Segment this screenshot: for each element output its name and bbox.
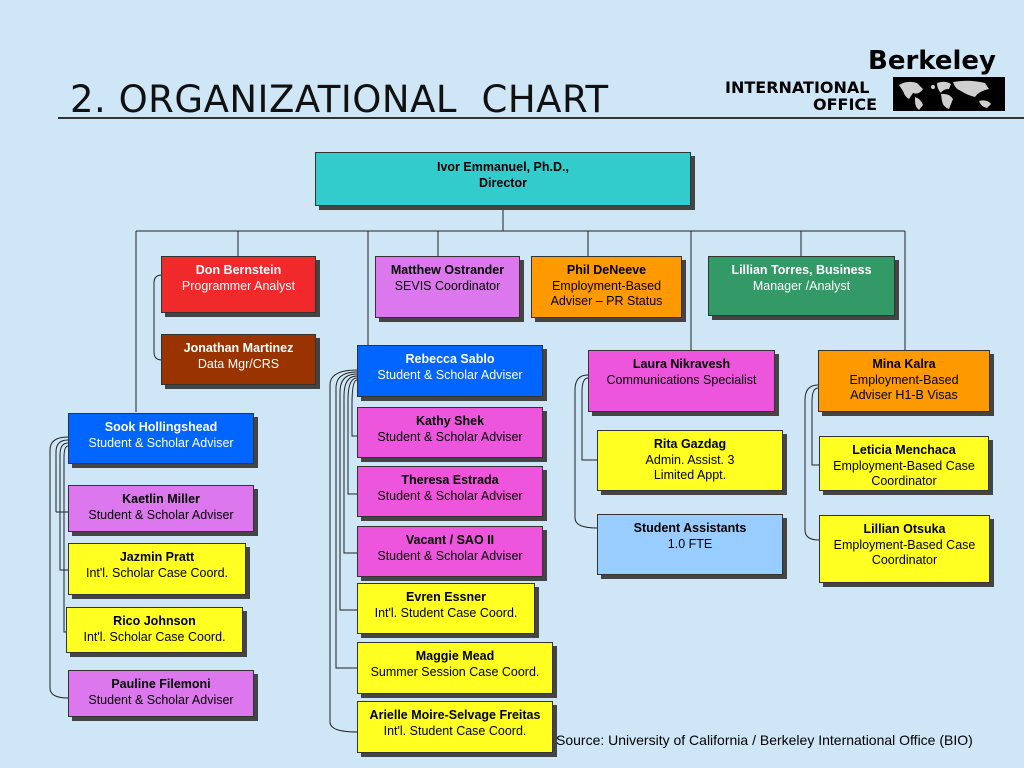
leticia-menchaca-role-line2: Coordinator xyxy=(871,474,937,488)
laura-nikravesh-role: Communications Specialist xyxy=(606,372,757,387)
rita-gazdag-role-line2: Limited Appt. xyxy=(653,468,727,482)
phil-deneeve-role-line2: Adviser – PR Status xyxy=(550,294,663,308)
jonathan-martinez-role: Data Mgr/CRS xyxy=(197,356,280,371)
logo-berkeley-text: Berkeley xyxy=(868,46,996,76)
title-divider xyxy=(58,117,1024,119)
source-caption: Source: University of California / Berke… xyxy=(556,732,973,748)
phil-deneeve-box: Phil DeNeeve Employment-Based Adviser – … xyxy=(531,256,682,318)
phil-deneeve-role-line1: Employment-Based xyxy=(551,278,662,293)
theresa-estrada-role: Student & Scholar Adviser xyxy=(377,488,523,503)
kathy-shek-name: Kathy Shek xyxy=(415,414,485,428)
arielle-freitas-box: Arielle Moire-Selvage Freitas Int'l. Stu… xyxy=(357,701,553,753)
kaetlin-miller-name: Kaetlin Miller xyxy=(122,492,200,506)
lillian-otsuka-box: Lillian Otsuka Employment-Based Case Coo… xyxy=(819,515,990,583)
rita-gazdag-box: Rita Gazdag Admin. Assist. 3 Limited App… xyxy=(597,430,783,491)
director-name: Ivor Emmanuel, Ph.D., xyxy=(437,160,569,174)
lillian-torres-role: Manager /Analyst xyxy=(752,278,851,293)
kathy-shek-role: Student & Scholar Adviser xyxy=(377,429,523,444)
rico-johnson-name: Rico Johnson xyxy=(113,614,196,628)
mina-kalra-name: Mina Kalra xyxy=(872,357,936,371)
matthew-ostrander-box: Matthew Ostrander SEVIS Coordinator xyxy=(375,256,520,318)
logo-office-text: OFFICE xyxy=(813,95,878,114)
page-title: 2. ORGANIZATIONAL CHART xyxy=(70,78,609,121)
leticia-menchaca-name: Leticia Menchaca xyxy=(852,443,956,457)
lillian-otsuka-name: Lillian Otsuka xyxy=(863,522,946,536)
jonathan-martinez-box: Jonathan Martinez Data Mgr/CRS xyxy=(161,334,316,385)
jazmin-pratt-role: Int'l. Scholar Case Coord. xyxy=(85,565,229,580)
rico-johnson-role: Int'l. Scholar Case Coord. xyxy=(83,629,226,644)
leticia-menchaca-role-line1: Employment-Based Case xyxy=(833,458,975,473)
sook-hollingshead-box: Sook Hollingshead Student & Scholar Advi… xyxy=(68,413,254,464)
director-box: Ivor Emmanuel, Ph.D., Director xyxy=(315,152,691,206)
phil-deneeve-name: Phil DeNeeve xyxy=(566,263,647,277)
rico-johnson-box: Rico Johnson Int'l. Scholar Case Coord. xyxy=(66,607,243,653)
rebecca-sablo-role: Student & Scholar Adviser xyxy=(377,367,523,382)
lillian-torres-name: Lillian Torres, Business xyxy=(731,263,872,277)
theresa-estrada-box: Theresa Estrada Student & Scholar Advise… xyxy=(357,466,543,517)
leticia-menchaca-box: Leticia Menchaca Employment-Based Case C… xyxy=(819,436,989,491)
pauline-filemoni-role: Student & Scholar Adviser xyxy=(88,692,234,707)
lillian-torres-box: Lillian Torres, Business Manager /Analys… xyxy=(708,256,895,316)
laura-nikravesh-name: Laura Nikravesh xyxy=(632,357,731,371)
maggie-mead-role: Summer Session Case Coord. xyxy=(370,664,540,679)
mina-kalra-role-line1: Employment-Based xyxy=(849,372,959,387)
world-map-icon xyxy=(893,77,1005,111)
pauline-filemoni-box: Pauline Filemoni Student & Scholar Advis… xyxy=(68,670,254,717)
student-assistants-role: 1.0 FTE xyxy=(667,536,713,551)
kaetlin-miller-role: Student & Scholar Adviser xyxy=(88,507,234,522)
rebecca-sablo-box: Rebecca Sablo Student & Scholar Adviser xyxy=(357,345,543,397)
rita-gazdag-name: Rita Gazdag xyxy=(653,437,727,451)
vacant-sao-role: Student & Scholar Adviser xyxy=(377,548,523,563)
maggie-mead-box: Maggie Mead Summer Session Case Coord. xyxy=(357,642,553,694)
arielle-freitas-name: Arielle Moire-Selvage Freitas xyxy=(369,708,541,722)
evren-essner-box: Evren Essner Int'l. Student Case Coord. xyxy=(357,583,535,634)
sook-hollingshead-role: Student & Scholar Adviser xyxy=(88,435,234,450)
director-role: Director xyxy=(479,175,527,190)
kathy-shek-box: Kathy Shek Student & Scholar Adviser xyxy=(357,407,543,458)
rita-gazdag-role-line1: Admin. Assist. 3 xyxy=(645,452,735,467)
kaetlin-miller-box: Kaetlin Miller Student & Scholar Adviser xyxy=(68,485,254,532)
evren-essner-name: Evren Essner xyxy=(406,590,486,604)
lillian-otsuka-role-line1: Employment-Based Case xyxy=(833,537,976,552)
sook-hollingshead-name: Sook Hollingshead xyxy=(104,420,218,434)
pauline-filemoni-name: Pauline Filemoni xyxy=(111,677,211,691)
laura-nikravesh-box: Laura Nikravesh Communications Specialis… xyxy=(588,350,775,412)
maggie-mead-name: Maggie Mead xyxy=(415,649,495,663)
mina-kalra-box: Mina Kalra Employment-Based Adviser H1-B… xyxy=(818,350,990,412)
theresa-estrada-name: Theresa Estrada xyxy=(401,473,499,487)
logo-international-text: INTERNATIONAL xyxy=(725,78,870,97)
student-assistants-name: Student Assistants xyxy=(633,521,747,535)
matthew-ostrander-role: SEVIS Coordinator xyxy=(394,278,501,293)
don-bernstein-box: Don Bernstein Programmer Analyst xyxy=(161,256,316,313)
don-bernstein-role: Programmer Analyst xyxy=(181,278,296,293)
jazmin-pratt-box: Jazmin Pratt Int'l. Scholar Case Coord. xyxy=(68,543,246,595)
jazmin-pratt-name: Jazmin Pratt xyxy=(119,550,195,564)
vacant-sao-box: Vacant / SAO II Student & Scholar Advise… xyxy=(357,526,543,577)
mina-kalra-role-line2: Adviser H1-B Visas xyxy=(850,388,958,402)
lillian-otsuka-role-line2: Coordinator xyxy=(871,553,938,567)
evren-essner-role: Int'l. Student Case Coord. xyxy=(374,605,518,620)
rebecca-sablo-name: Rebecca Sablo xyxy=(405,352,495,366)
vacant-sao-name: Vacant / SAO II xyxy=(405,533,495,547)
don-bernstein-name: Don Bernstein xyxy=(195,263,282,277)
arielle-freitas-role: Int'l. Student Case Coord. xyxy=(383,723,527,738)
student-assistants-box: Student Assistants 1.0 FTE xyxy=(597,514,783,575)
matthew-ostrander-name: Matthew Ostrander xyxy=(390,263,505,277)
jonathan-martinez-name: Jonathan Martinez xyxy=(183,341,294,355)
